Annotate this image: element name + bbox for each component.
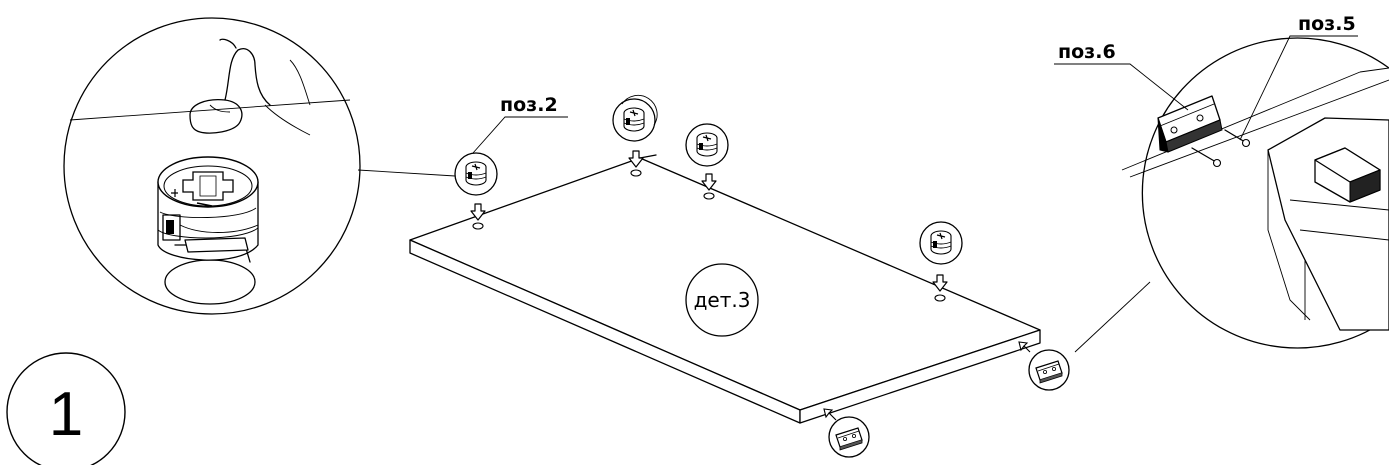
bracket-detail-view: поз.5 поз.6	[1054, 13, 1389, 353]
svg-text:поз.6: поз.6	[1058, 41, 1116, 63]
detail-label: дет.3	[685, 263, 759, 337]
svg-text:дет.3: дет.3	[694, 288, 751, 312]
svg-text:поз.2: поз.2	[500, 94, 558, 116]
cam-lock-detail-view	[63, 17, 456, 315]
svg-text:1: 1	[49, 380, 83, 449]
rotation-mark	[621, 94, 658, 126]
edge-arrow-icon	[823, 341, 1031, 421]
svg-text:поз.5: поз.5	[1298, 13, 1356, 35]
label-pos2: поз.2	[472, 94, 568, 154]
step-number-badge: 1	[6, 352, 126, 465]
